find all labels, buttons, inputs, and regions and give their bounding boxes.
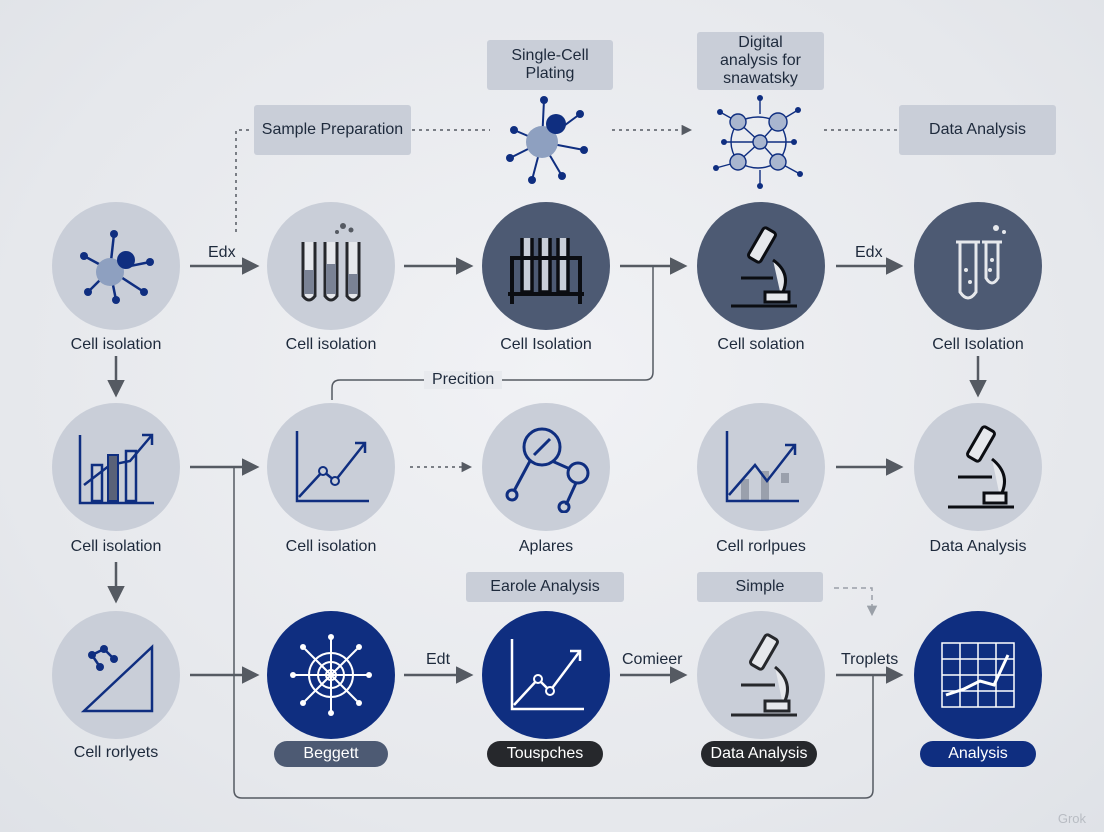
edge-troplets: Troplets — [841, 651, 899, 668]
molecule-cluster-icon — [492, 90, 602, 190]
molecule-icon — [80, 230, 154, 304]
digital-line-1: Digital — [738, 34, 783, 51]
cell-network-icon — [708, 92, 812, 192]
magnifier-network-icon — [505, 427, 590, 513]
label-r1-c5: Cell Isolation — [932, 336, 1024, 353]
pill-data-analysis: Data Analysis — [701, 741, 817, 767]
label-r1-c2: Cell isolation — [285, 336, 377, 353]
pill-touspches: Touspches — [487, 741, 603, 767]
test-tubes-icon — [301, 223, 361, 302]
digital-line-3: snawatsky — [723, 70, 798, 87]
line-chart-icon — [295, 431, 369, 503]
simple-box: Simple — [697, 572, 823, 602]
node-r3-c4 — [697, 611, 825, 739]
watermark-grok: Grok — [1057, 811, 1086, 826]
microscope-icon — [731, 226, 797, 308]
microscope-icon-3 — [731, 633, 797, 717]
label-r2-c2: Cell isolation — [285, 538, 377, 555]
label-r1-c4: Cell solation — [717, 336, 805, 353]
data-analysis-top-box: Data Analysis — [899, 105, 1056, 155]
flask-tubes-icon — [956, 225, 1006, 300]
digital-analysis-box: Digital analysis for snawatsky — [697, 32, 824, 90]
label-r1-c3: Cell Isolation — [500, 336, 592, 353]
edge-precition: Precition — [424, 371, 503, 389]
label-r3-c1: Cell rorlyets — [73, 744, 159, 761]
microscope-icon-2 — [948, 425, 1014, 509]
node-r3-c5 — [914, 611, 1042, 739]
node-r3-c2 — [267, 611, 395, 739]
pill-analysis: Analysis — [920, 741, 1036, 767]
label-r2-c1: Cell isolation — [70, 538, 162, 555]
node-r1-c2 — [267, 202, 395, 330]
digital-line-2: analysis for — [720, 52, 801, 69]
node-r2-c4 — [697, 403, 825, 531]
node-r2-c5 — [914, 403, 1042, 531]
edge-comieer: Comieer — [622, 651, 683, 668]
node-r1-c4 — [697, 202, 825, 330]
node-r1-c5 — [914, 202, 1042, 330]
line-chart-icon-white — [510, 639, 584, 711]
dashed-simple-arrow — [834, 587, 878, 617]
earole-analysis-box: Earole Analysis — [466, 572, 624, 602]
grid-chart-icon — [941, 642, 1015, 708]
label-r1-c1: Cell isolation — [70, 336, 162, 353]
edge-edx-2: Edx — [855, 244, 883, 261]
connector-bottom-loop — [233, 467, 874, 799]
label-r2-c3: Aplares — [518, 538, 574, 555]
single-cell-plating-box: Single-Cell Plating — [487, 40, 613, 90]
node-r2-c2 — [267, 403, 395, 531]
tube-rack-icon — [508, 238, 584, 304]
growth-triangle-icon — [80, 644, 154, 713]
label-r2-c4: Cell rorlpues — [716, 538, 806, 555]
label-r2-c5: Data Analysis — [929, 538, 1027, 555]
dashed-sample-prep — [235, 129, 252, 232]
edge-edx-1: Edx — [208, 244, 236, 261]
bar-chart-icon — [78, 433, 154, 505]
virus-web-icon — [290, 634, 372, 716]
edge-edt: Edt — [426, 651, 451, 668]
node-r3-c3 — [482, 611, 610, 739]
node-r1-c1 — [52, 202, 180, 330]
node-r1-c3 — [482, 202, 610, 330]
trend-chart-icon — [725, 431, 799, 503]
pill-beggett: Beggett — [274, 741, 388, 767]
node-r2-c3 — [482, 403, 610, 531]
node-r2-c1 — [52, 403, 180, 531]
node-r3-c1 — [52, 611, 180, 739]
sample-preparation-box: Sample Preparation — [254, 105, 411, 155]
